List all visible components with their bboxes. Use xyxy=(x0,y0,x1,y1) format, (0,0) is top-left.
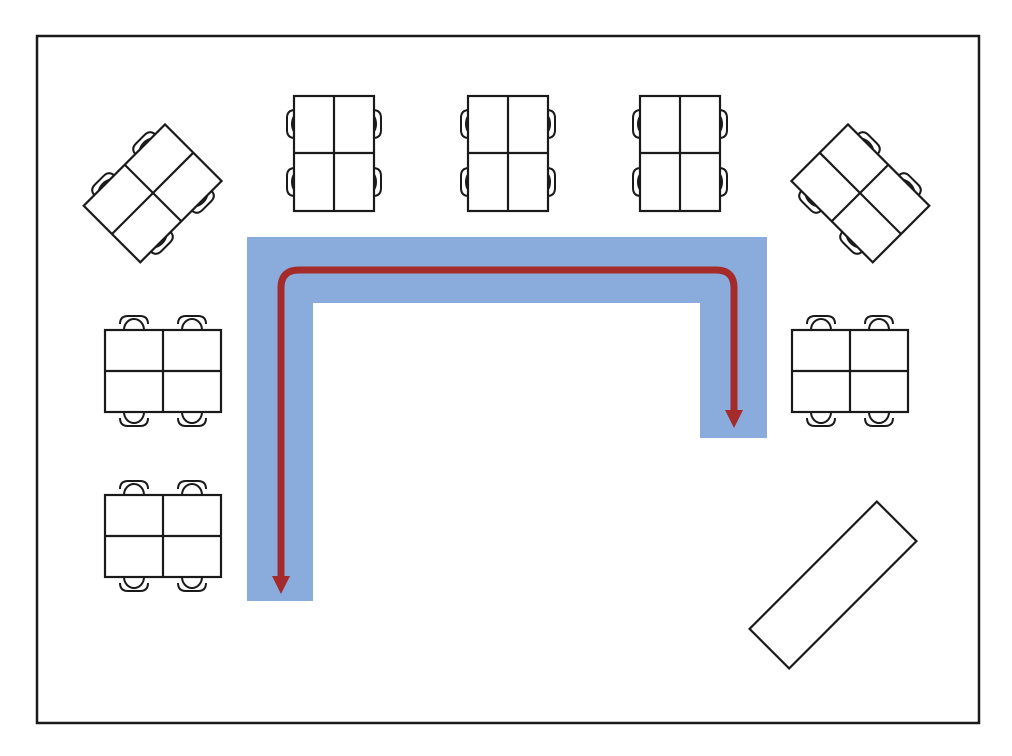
arrowhead-left xyxy=(272,576,290,594)
arrowhead-right xyxy=(725,410,743,428)
desk-cluster xyxy=(105,481,221,591)
path-arrow xyxy=(272,266,743,594)
desk-cluster xyxy=(105,316,221,426)
desk-cluster xyxy=(287,96,381,211)
desk-cluster xyxy=(792,316,908,426)
desk-cluster xyxy=(461,96,555,211)
desk-cluster xyxy=(633,96,727,211)
teacher-desk xyxy=(748,500,918,670)
